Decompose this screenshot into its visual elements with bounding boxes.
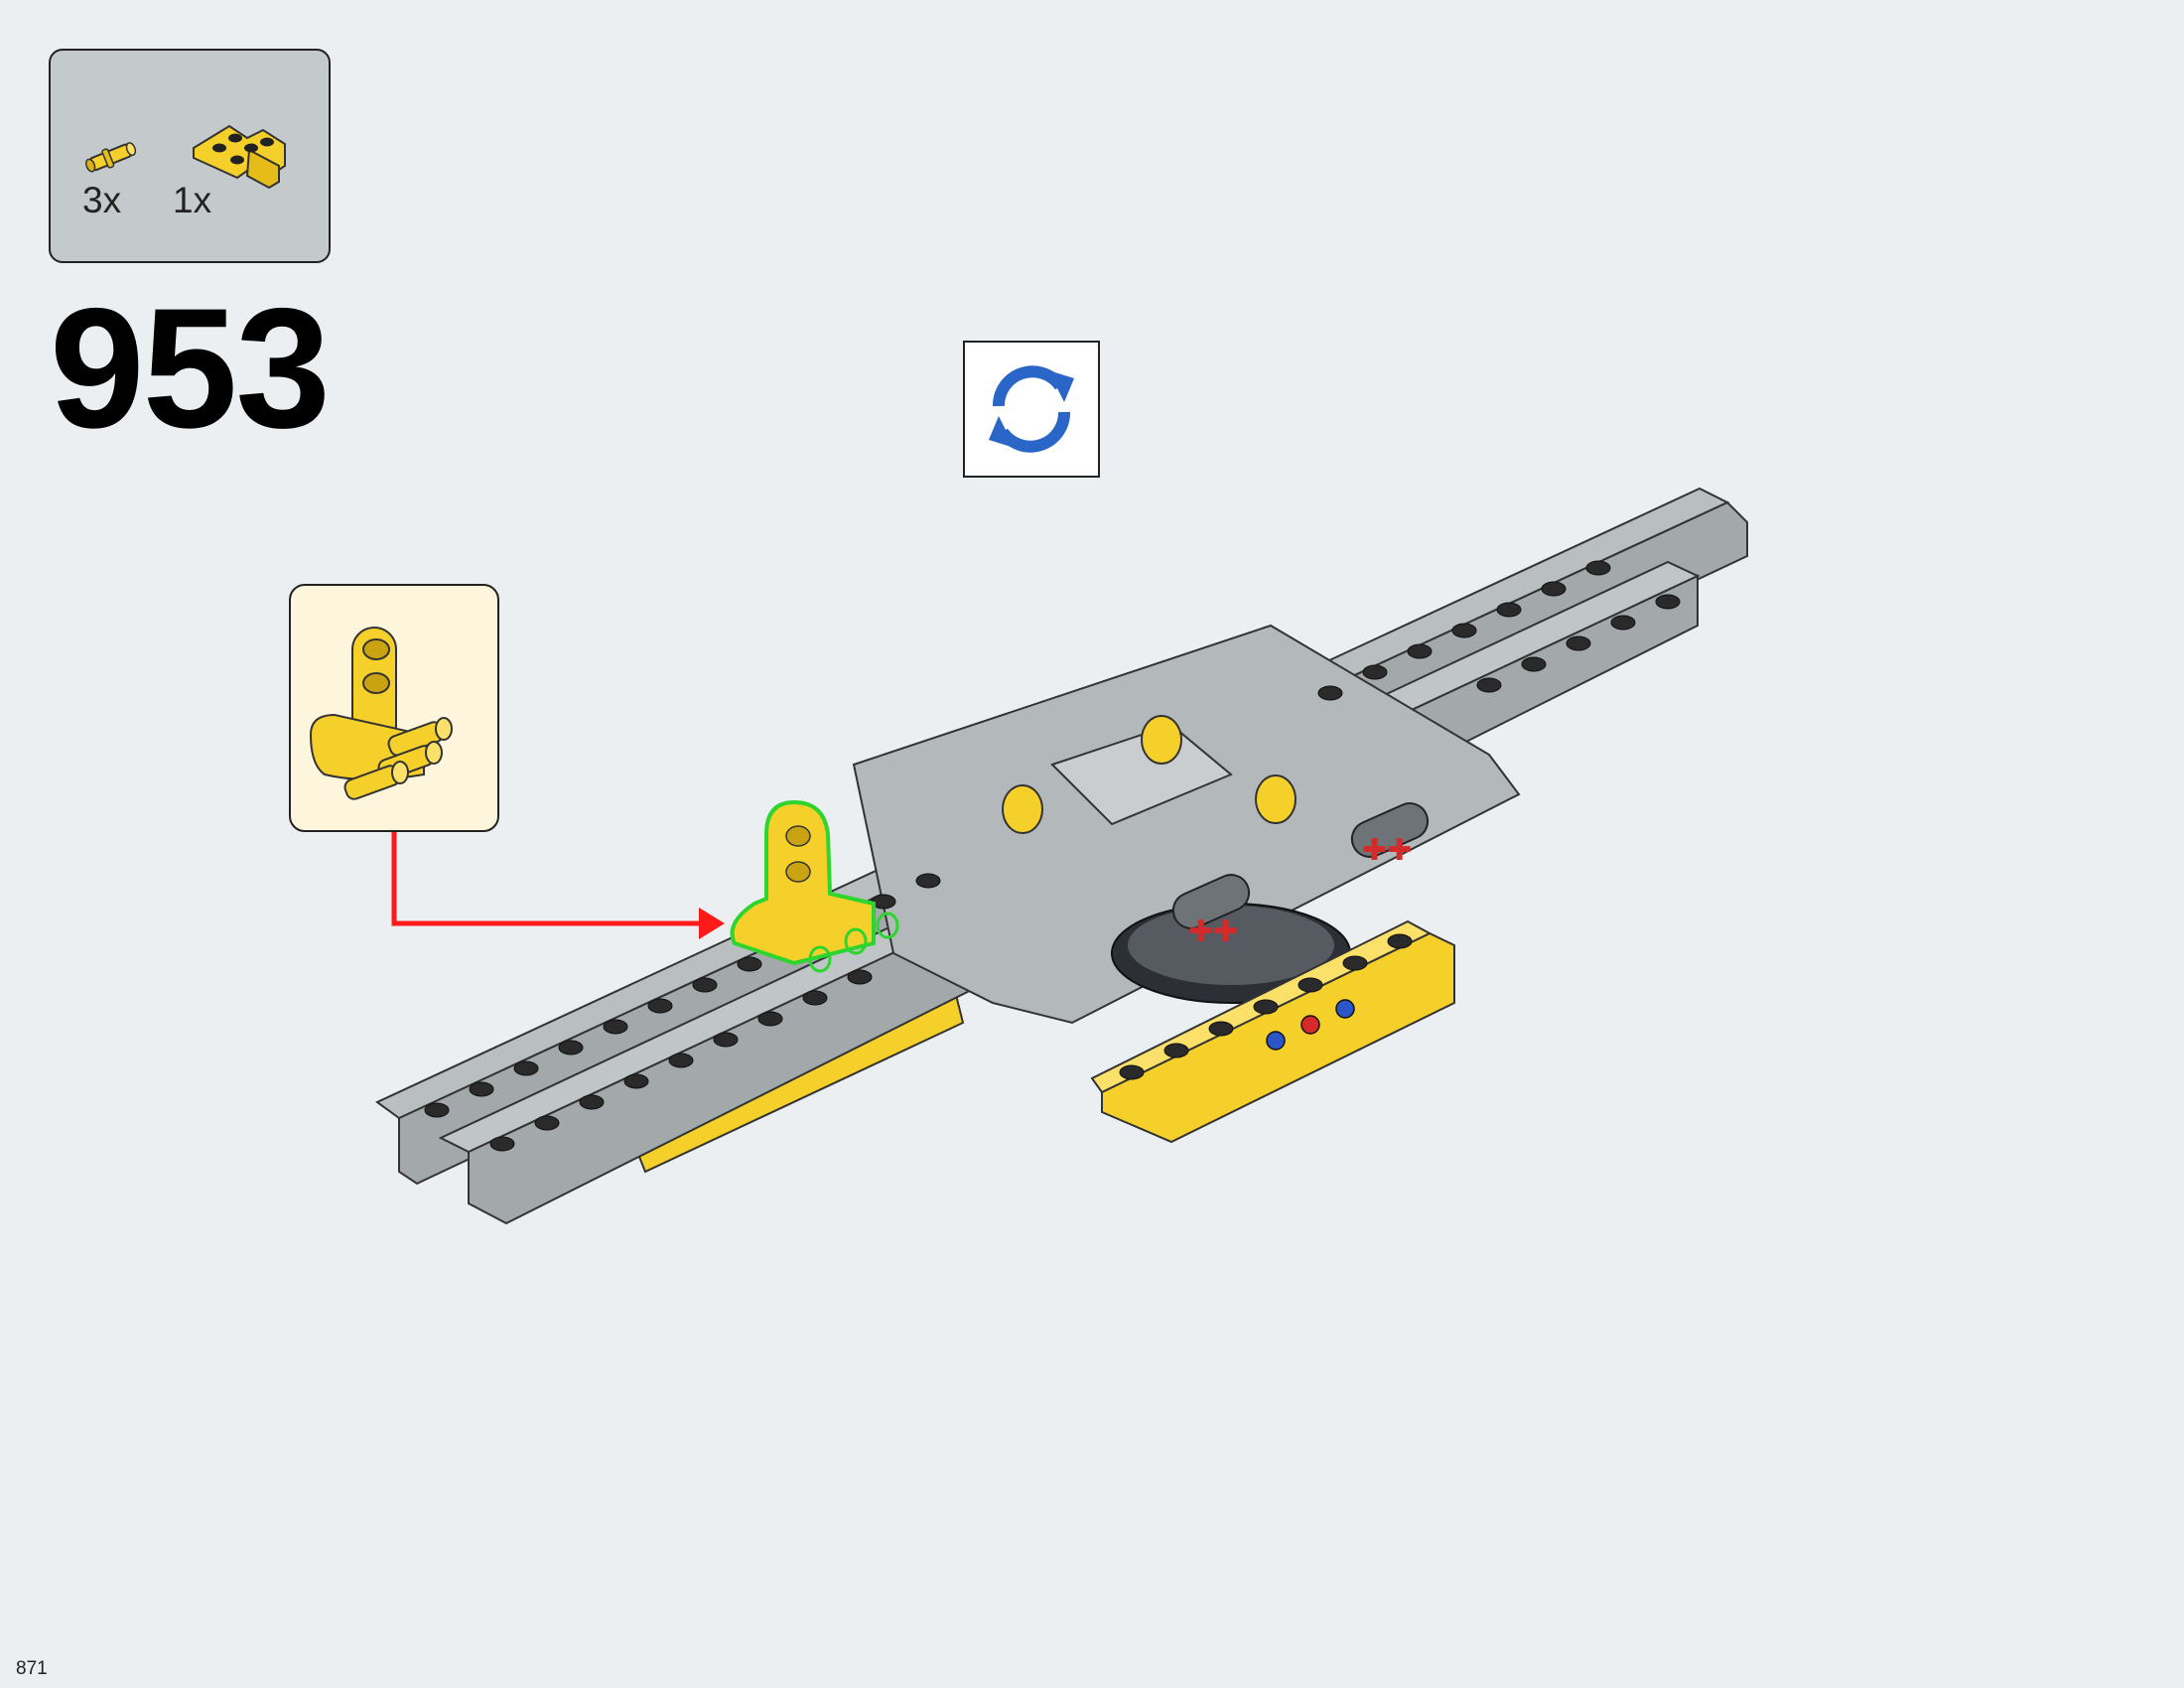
svg-text:✚✚: ✚✚ [1362, 833, 1412, 868]
yellow-t-beam-icon [193, 124, 286, 190]
subassembly-callout-icon [309, 627, 453, 800]
svg-text:✚✚: ✚✚ [1188, 914, 1238, 949]
new-part-highlight [730, 799, 899, 973]
yellow-pin-icon [84, 142, 137, 173]
subassembly-callout [289, 584, 499, 832]
part-quantity: 1x [173, 180, 212, 220]
parts-list-panel: 3x 1x [49, 49, 331, 263]
rotate-model-icon [989, 365, 1074, 453]
rotate-indicator [963, 341, 1100, 478]
page-number: 871 [16, 1658, 48, 1679]
part-quantity: 3x [82, 180, 122, 220]
step-number: 953 [50, 273, 331, 464]
